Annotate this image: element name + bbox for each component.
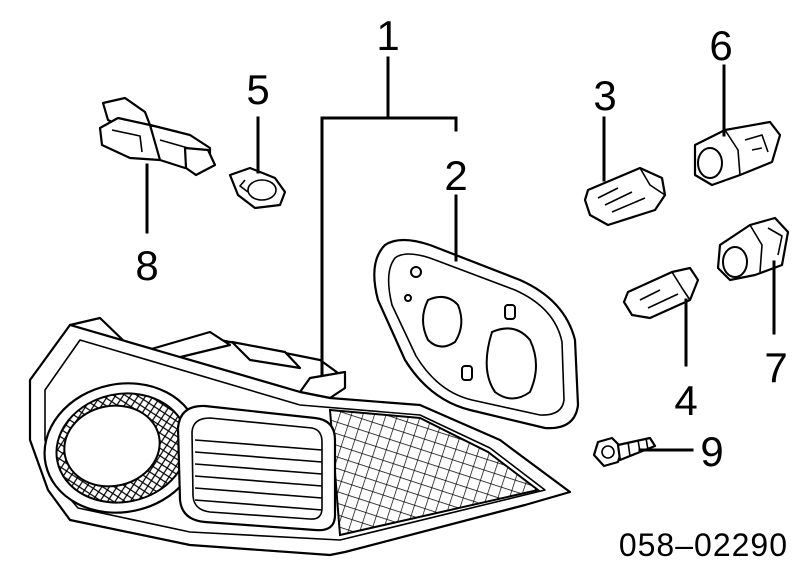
part-code: 058–02290 (619, 527, 788, 563)
callout-5: 5 (246, 66, 269, 113)
callout-6: 6 (709, 22, 732, 69)
tail-light-housing (28, 316, 572, 557)
callout-1: 1 (376, 12, 399, 59)
callout-3: 3 (593, 72, 616, 119)
screw-9 (592, 436, 657, 468)
callout-9: 9 (700, 428, 723, 475)
callout-2: 2 (444, 152, 467, 199)
bulb-5 (228, 166, 287, 210)
bulb-3 (583, 166, 667, 227)
socket-7 (716, 216, 790, 282)
bulb-socket-8 (98, 96, 217, 177)
callout-labels: 1 2 3 4 5 6 7 8 9 (135, 12, 787, 475)
gasket (373, 238, 580, 430)
socket-6 (693, 120, 782, 187)
callout-8: 8 (135, 242, 158, 289)
callout-4: 4 (674, 377, 697, 424)
callout-7: 7 (764, 344, 787, 391)
leader-lines (145, 56, 776, 452)
bulb-4 (622, 266, 700, 320)
